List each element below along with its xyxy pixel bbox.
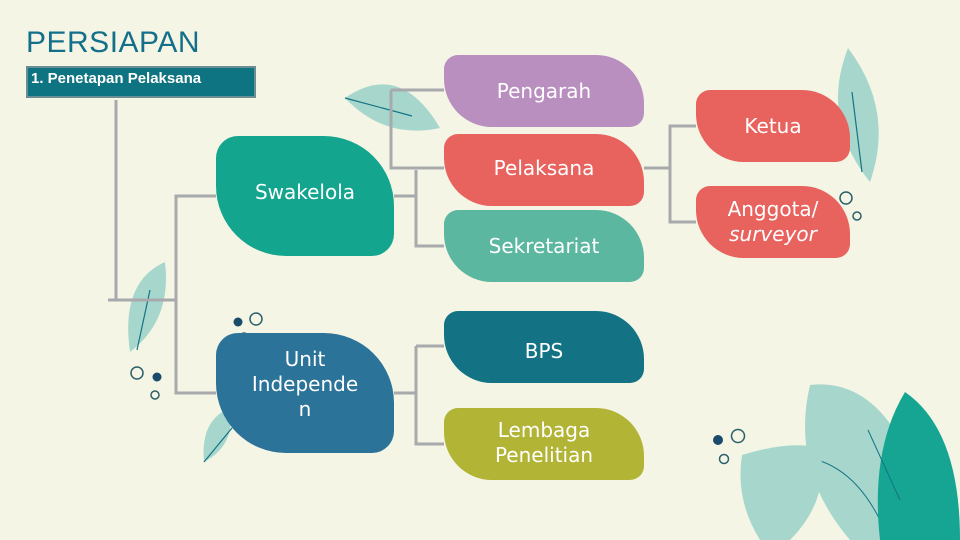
node-pengarah-label: Pengarah <box>497 79 591 104</box>
node-ketua: Ketua <box>696 90 850 162</box>
node-lembaga-label-line2: Penelitian <box>495 443 593 468</box>
node-anggota-label-line1: Anggota/ <box>728 197 819 222</box>
leaf-left <box>128 262 166 352</box>
dots-left <box>131 367 162 399</box>
node-bps-label: BPS <box>525 339 563 364</box>
subtitle-box: 1. Penetapan Pelaksana <box>26 66 256 98</box>
node-lembaga-penelitian: Lembaga Penelitian <box>444 408 644 480</box>
node-ketua-label: Ketua <box>744 114 801 139</box>
node-swakelola: Swakelola <box>216 136 394 256</box>
node-anggota-label-line2: surveyor <box>728 222 819 247</box>
node-pengarah: Pengarah <box>444 55 644 127</box>
node-unit-label-line2: Independe <box>252 372 358 397</box>
node-unit-label-line3: n <box>252 397 358 422</box>
node-anggota-surveyor: Anggota/ surveyor <box>696 186 850 258</box>
node-pelaksana: Pelaksana <box>444 134 644 206</box>
node-pelaksana-label: Pelaksana <box>494 156 595 181</box>
node-swakelola-label: Swakelola <box>255 180 355 205</box>
dots-bottom-right <box>713 430 745 464</box>
node-lembaga-label-line1: Lembaga <box>495 418 593 443</box>
subtitle-text: 1. Penetapan Pelaksana <box>31 70 201 87</box>
node-unit-independen: Unit Independe n <box>216 333 394 453</box>
leaf-bottom-right <box>740 384 960 540</box>
page-title: PERSIAPAN <box>26 26 200 60</box>
node-bps: BPS <box>444 311 644 383</box>
node-sekretariat-label: Sekretariat <box>489 234 600 259</box>
node-sekretariat: Sekretariat <box>444 210 644 282</box>
node-unit-label-line1: Unit <box>252 347 358 372</box>
